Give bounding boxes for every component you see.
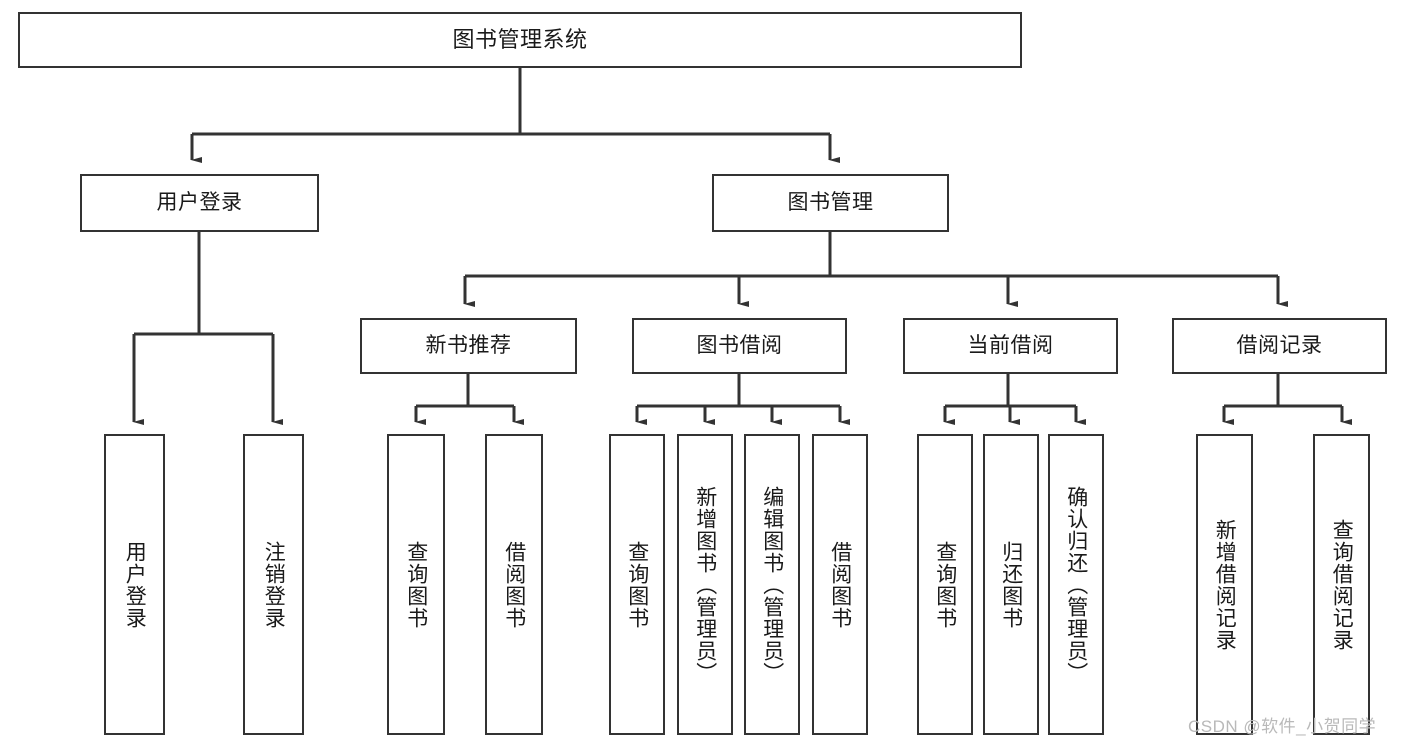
node-book-borrow[interactable]: 图书借阅 [632,318,847,374]
leaf-confirm-return[interactable]: 确认归还（管理员） [1048,434,1104,735]
leaf-label: 查询图书 [933,540,957,629]
leaf-add-book[interactable]: 新增图书（管理员） [677,434,733,735]
node-root-system[interactable]: 图书管理系统 [18,12,1022,68]
leaf-label: 借阅图书 [828,540,852,629]
leaf-query-record[interactable]: 查询借阅记录 [1313,434,1370,735]
watermark-csdn: CSDN @软件_小贺同学 [1188,717,1377,736]
leaf-borrow-book-2[interactable]: 借阅图书 [812,434,868,735]
node-book-manage[interactable]: 图书管理 [712,174,949,232]
leaf-label: 用户登录 [123,540,147,629]
leaf-label: 借阅图书 [502,540,526,629]
leaf-label: 归还图书 [999,540,1023,629]
leaf-label: 确认归还（管理员） [1064,485,1088,684]
leaf-label: 查询借阅记录 [1330,518,1354,651]
leaf-borrow-book-1[interactable]: 借阅图书 [485,434,543,735]
leaf-label: 新增借阅记录 [1213,518,1237,651]
leaf-label: 查询图书 [625,540,649,629]
leaf-user-login[interactable]: 用户登录 [104,434,165,735]
leaf-query-book-2[interactable]: 查询图书 [609,434,665,735]
leaf-add-record[interactable]: 新增借阅记录 [1196,434,1253,735]
leaf-label: 注销登录 [262,540,286,629]
leaf-logout[interactable]: 注销登录 [243,434,304,735]
leaf-return-book[interactable]: 归还图书 [983,434,1039,735]
node-new-book-recommend[interactable]: 新书推荐 [360,318,577,374]
node-borrow-record[interactable]: 借阅记录 [1172,318,1387,374]
leaf-label: 编辑图书（管理员） [760,485,784,684]
node-current-borrow[interactable]: 当前借阅 [903,318,1118,374]
leaf-label: 查询图书 [404,540,428,629]
leaf-query-book-3[interactable]: 查询图书 [917,434,973,735]
node-user-login[interactable]: 用户登录 [80,174,319,232]
leaf-edit-book[interactable]: 编辑图书（管理员） [744,434,800,735]
leaf-label: 新增图书（管理员） [693,485,717,684]
leaf-query-book-1[interactable]: 查询图书 [387,434,445,735]
